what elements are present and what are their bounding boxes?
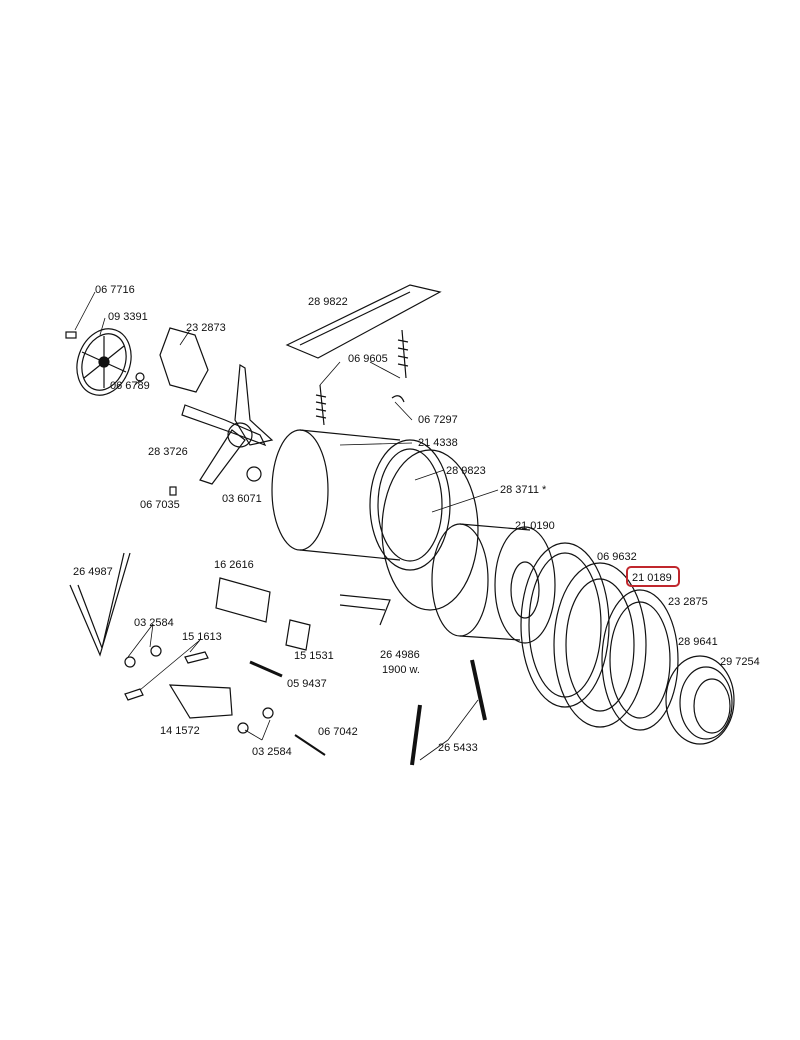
part-label[interactable]: 28 3726	[148, 446, 188, 458]
part-label[interactable]: 06 7716	[95, 284, 135, 296]
spring-clip	[391, 395, 405, 403]
part-label[interactable]: 23 2873	[186, 322, 226, 334]
door-boot	[665, 655, 735, 745]
outer-tub	[271, 429, 451, 571]
highlight-box	[626, 566, 680, 587]
part-label[interactable]: 21 4338	[418, 437, 458, 449]
spring-right	[397, 329, 409, 379]
part-label[interactable]: 29 7254	[720, 656, 760, 668]
bearing	[246, 466, 262, 482]
tub-front	[381, 449, 479, 611]
part-label[interactable]: 14 1572	[160, 725, 200, 737]
part-label[interactable]: 09 3391	[108, 311, 148, 323]
part-label[interactable]: 06 9605	[348, 353, 388, 365]
control-module	[215, 577, 271, 623]
circlip	[135, 372, 145, 382]
pulley	[65, 328, 132, 396]
bolt	[294, 734, 326, 756]
part-note: 1900 w.	[382, 664, 420, 676]
inner-drum	[431, 523, 556, 644]
spring-left	[315, 384, 327, 426]
part-label[interactable]: 28 9823	[446, 465, 486, 477]
drum-spider	[181, 363, 274, 485]
top-bracket	[285, 284, 442, 359]
part-label[interactable]: 26 4987	[73, 566, 113, 578]
front-ring	[601, 589, 679, 731]
motor-bracket	[168, 684, 233, 719]
part-label[interactable]: 06 7297	[418, 414, 458, 426]
gasket-ring	[520, 542, 610, 708]
front-seal	[553, 562, 647, 728]
part-label[interactable]: 03 6071	[222, 493, 262, 505]
part-label[interactable]: 28 9822	[308, 296, 348, 308]
part-label[interactable]: 06 7035	[140, 499, 180, 511]
part-label[interactable]: 15 1531	[294, 650, 334, 662]
part-label[interactable]: 28 9641	[678, 636, 718, 648]
part-label[interactable]: 06 9632	[597, 551, 637, 563]
part-label[interactable]: 06 6789	[110, 380, 150, 392]
bush	[124, 656, 136, 668]
part-label[interactable]: 21 0190	[515, 520, 555, 532]
part-label[interactable]: 06 7042	[318, 726, 358, 738]
belt	[69, 552, 131, 657]
heater	[339, 594, 391, 626]
bearing-cover	[159, 327, 209, 393]
part-label[interactable]: 03 2584	[134, 617, 174, 629]
clip	[285, 619, 311, 651]
part-label[interactable]: 23 2875	[668, 596, 708, 608]
part-label[interactable]: 03 2584	[252, 746, 292, 758]
part-label[interactable]: 28 3711 *	[500, 484, 547, 496]
part-label[interactable]: 16 2616	[214, 559, 254, 571]
part-label[interactable]: 15 1613	[182, 631, 222, 643]
part-label[interactable]: 05 9437	[287, 678, 327, 690]
part-label-highlighted[interactable]: 21 0189	[632, 572, 672, 584]
strip	[249, 660, 283, 678]
leader-lines	[74, 291, 499, 761]
part-label[interactable]: 26 5433	[438, 742, 478, 754]
part-label[interactable]: 26 4986	[380, 649, 420, 661]
shock-absorber	[410, 704, 422, 766]
screw	[169, 486, 177, 496]
